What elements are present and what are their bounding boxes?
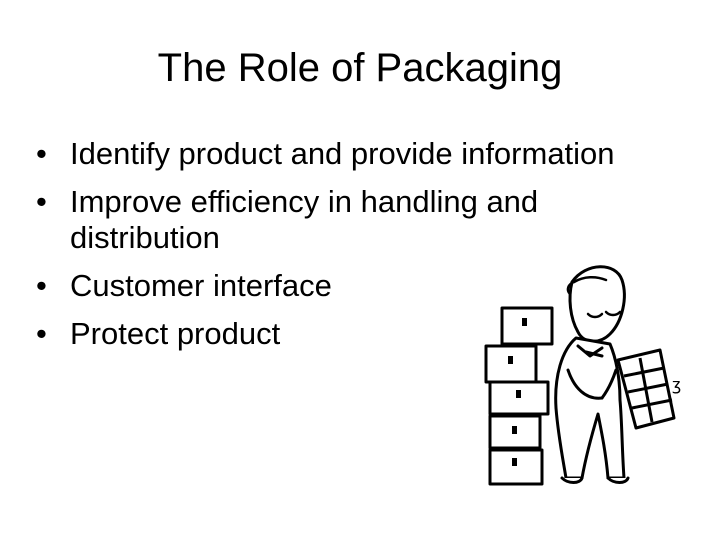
- bullet-dot: •: [36, 184, 47, 219]
- bullet-text: Identify product and provide information: [70, 136, 615, 171]
- person-reading-list-with-boxes-icon: ʒ: [484, 265, 681, 486]
- svg-text:ʒ: ʒ: [672, 375, 681, 394]
- bullet-item: • Customer interface: [36, 268, 636, 304]
- bullet-dot: •: [36, 316, 47, 351]
- bullet-dot: •: [36, 136, 47, 171]
- bullet-item: • Protect product: [36, 316, 636, 352]
- bullet-item: • Identify product and provide informati…: [36, 136, 636, 172]
- bullet-text: Improve efficiency in handling and distr…: [70, 184, 539, 255]
- box-icon: [488, 448, 544, 486]
- bullet-text: Protect product: [70, 316, 281, 351]
- slide-title: The Role of Packaging: [157, 46, 563, 90]
- bullet-text: Customer interface: [70, 268, 332, 303]
- bullet-item: • Improve efficiency in handling and dis…: [36, 184, 636, 256]
- list-paper-icon: [616, 348, 676, 430]
- bullet-dot: •: [36, 268, 47, 303]
- bullet-list: • Identify product and provide informati…: [36, 136, 636, 364]
